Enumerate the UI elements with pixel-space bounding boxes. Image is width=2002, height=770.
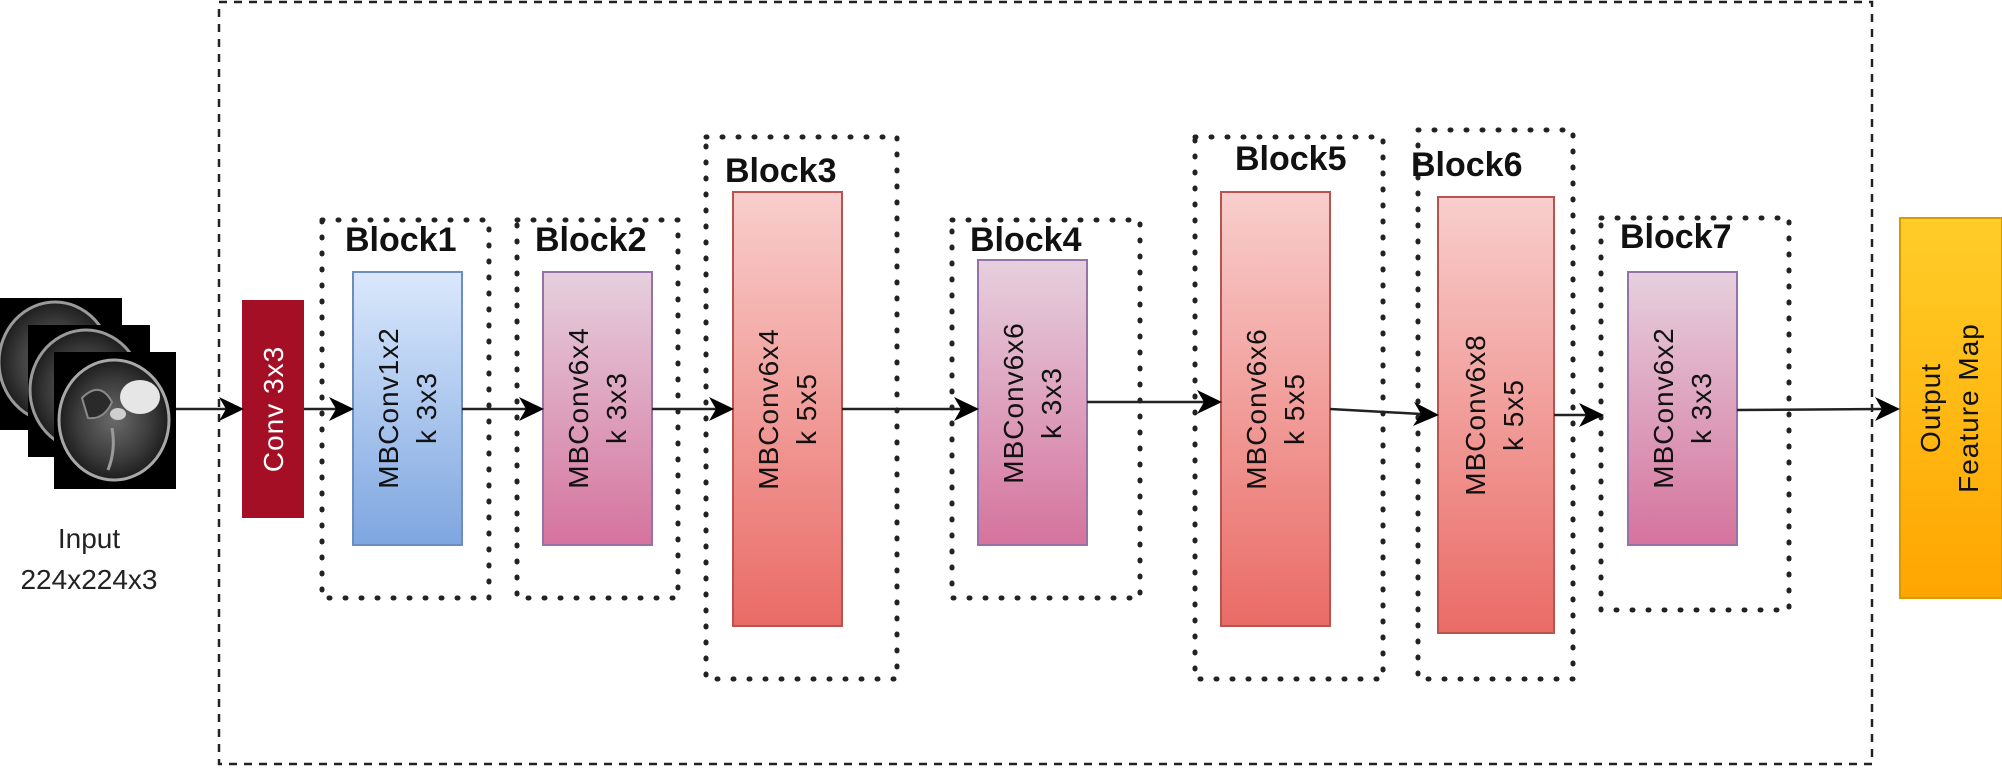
block7-frame	[1598, 215, 1792, 613]
block1-kernel-label: k 3x3	[411, 372, 442, 444]
block6-mbconv-box	[1437, 196, 1555, 634]
block1-frame	[319, 217, 492, 601]
output-box	[1899, 217, 2002, 599]
block7-kernel-label: k 3x3	[1686, 372, 1717, 444]
block2: Block2 MBConv6x4 k 3x3	[514, 217, 681, 601]
arrow-block3-to-block4	[842, 397, 979, 421]
block2-op-label: MBConv6x4	[563, 327, 594, 489]
block1-op-label: MBConv1x2	[373, 327, 404, 489]
arrow-stem-to-block1	[304, 397, 354, 421]
network-container	[217, 0, 1874, 766]
input-label-line2: 224x224x3	[20, 564, 157, 595]
arrow-input-to-stem	[176, 397, 244, 421]
block2-title: Block2	[535, 221, 647, 259]
block2-mbconv-box	[542, 271, 653, 546]
arrow-block1-to-block2	[462, 397, 544, 421]
block7: Block7 MBConv6x2 k 3x3	[1598, 215, 1792, 613]
block1: Block1 MBConv1x2 k 3x3	[319, 217, 492, 601]
block4-mbconv-box	[977, 259, 1088, 546]
block3-op-label: MBConv6x4	[753, 328, 784, 490]
block5-op-label: MBConv6x6	[1241, 328, 1272, 490]
flow-connectors	[176, 390, 1900, 427]
block7-op-label: MBConv6x2	[1648, 327, 1679, 489]
block6-op-label: MBConv6x8	[1460, 334, 1491, 496]
block6: Block6 MBConv6x8 k 5x5	[1411, 127, 1576, 682]
mri-slice-front	[54, 352, 176, 489]
input-image-stack	[0, 298, 176, 489]
arrow-block6-to-block7	[1554, 403, 1604, 427]
block5-kernel-label: k 5x5	[1279, 373, 1310, 445]
block3-title: Block3	[725, 152, 837, 190]
block7-mbconv-box	[1627, 271, 1738, 546]
tumor-region	[120, 380, 160, 414]
arrow-block2-to-block3	[652, 397, 734, 421]
block6-title: Block6	[1411, 146, 1523, 184]
block4-title: Block4	[970, 221, 1082, 259]
block1-mbconv-box	[352, 271, 463, 546]
block5-mbconv-box	[1220, 191, 1331, 627]
block5: Block5 MBConv6x6 k 5x5	[1192, 134, 1386, 682]
block4: Block4 MBConv6x6 k 3x3	[949, 217, 1143, 601]
block4-kernel-label: k 3x3	[1036, 367, 1067, 439]
output-label-line1: Output	[1915, 363, 1946, 453]
block5-title: Block5	[1235, 140, 1347, 178]
output-label-line2: Feature Map	[1953, 323, 1984, 493]
arrow-block7-to-output	[1736, 397, 1900, 421]
block3-kernel-label: k 5x5	[791, 373, 822, 445]
input-label-line1: Input	[58, 523, 120, 554]
block7-title: Block7	[1620, 218, 1732, 256]
block3: Block3 MBConv6x4 k 5x5	[703, 134, 900, 682]
stem-conv-label: Conv 3x3	[258, 346, 289, 472]
output-feature-map: Output Feature Map	[1899, 217, 2002, 599]
block1-title: Block1	[345, 221, 457, 259]
block4-op-label: MBConv6x6	[998, 322, 1029, 484]
arrow-block4-to-block5	[1087, 390, 1222, 414]
block6-kernel-label: k 5x5	[1498, 379, 1529, 451]
stem-conv-box	[242, 300, 304, 518]
block3-mbconv-box	[732, 191, 843, 627]
block5-frame	[1192, 134, 1386, 682]
block2-kernel-label: k 3x3	[601, 372, 632, 444]
arrow-block5-to-block6	[1329, 402, 1439, 426]
